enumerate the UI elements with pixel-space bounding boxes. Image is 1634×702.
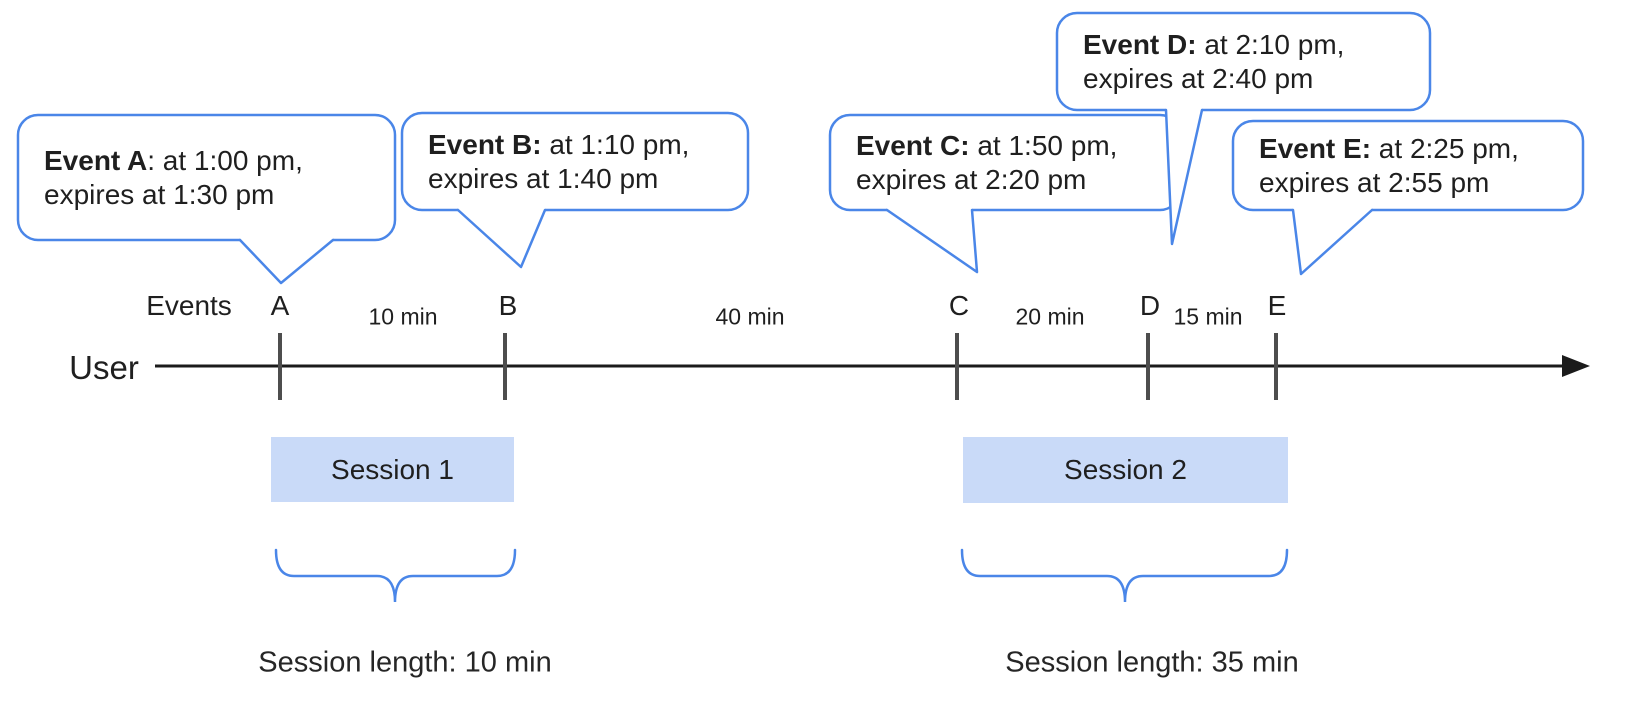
gap-d-e-label: 15 min (1173, 303, 1243, 330)
event-d-callout-tail (1164, 108, 1204, 246)
tick-event-c (955, 333, 959, 400)
event-a-line1: Event A: at 1:00 pm, (44, 144, 395, 178)
gap-a-b-label: 10 min (368, 303, 438, 330)
session-2-length-label: Session length: 35 min (1005, 646, 1299, 679)
event-a-line2: expires at 1:30 pm (44, 178, 275, 210)
event-b-line1: Event B: at 1:10 pm, (428, 128, 748, 162)
tick-event-b (503, 333, 507, 400)
event-b-callout-tail (456, 208, 547, 269)
event-e-line2: expires at 2:55 pm (1259, 166, 1490, 198)
event-a-callout-bubble (16, 113, 397, 242)
session-1-box: Session 1 (271, 437, 514, 502)
session-1-label: Session 1 (331, 453, 454, 485)
tick-event-a (278, 333, 282, 400)
event-c-line1: Event C: at 1:50 pm, (856, 129, 1180, 163)
tick-label-e: E (1267, 290, 1287, 321)
event-d-line1: Event D: at 2:10 pm, (1083, 28, 1430, 62)
event-b-callout-text: Event B: at 1:10 pm, expires at 1:40 pm (402, 113, 748, 210)
event-c-name: Event C: (856, 129, 970, 161)
event-e-callout-text: Event E: at 2:25 pm, expires at 2:55 pm (1233, 121, 1583, 210)
event-e-callout-bubble (1231, 119, 1585, 212)
event-d-name: Event D: (1083, 28, 1197, 60)
event-b-name: Event B: (428, 128, 542, 160)
event-d-callout-text: Event D: at 2:10 pm, expires at 2:40 pm (1057, 13, 1430, 110)
session-2-brace (960, 548, 1289, 603)
session-2-label: Session 2 (1064, 454, 1187, 485)
event-a-time: : at 1:00 pm, (147, 144, 303, 176)
event-e-time: at 2:25 pm, (1371, 132, 1519, 164)
event-a-callout-text: Event A: at 1:00 pm, expires at 1:30 pm (18, 115, 395, 240)
timeline-arrowhead-icon (1562, 355, 1590, 377)
event-c-callout-tail (885, 208, 979, 274)
user-axis-label: User (69, 349, 139, 386)
event-d-callout-bubble (1055, 11, 1432, 112)
event-b-time: at 1:10 pm, (541, 128, 690, 160)
tick-label-d: D (1139, 290, 1161, 321)
gap-b-c-label: 40 min (715, 303, 785, 330)
event-b-callout-bubble (400, 111, 750, 212)
event-b-line2: expires at 1:40 pm (428, 162, 659, 194)
event-e-callout-tail (1291, 208, 1374, 276)
tick-label-a: A (270, 290, 290, 321)
tick-event-e (1274, 333, 1278, 400)
event-c-callout-text: Event C: at 1:50 pm, expires at 2:20 pm (830, 115, 1180, 210)
event-e-line1: Event E: at 2:25 pm, (1259, 132, 1583, 166)
event-e-name: Event E: (1259, 132, 1372, 164)
session-2-box: Session 2 (963, 437, 1288, 503)
session-1-length-label: Session length: 10 min (258, 646, 552, 679)
gap-c-d-label: 20 min (1015, 303, 1085, 330)
event-d-time: at 2:10 pm, (1196, 28, 1345, 60)
event-a-name: Event A (44, 144, 148, 176)
session-1-brace (274, 548, 517, 603)
tick-label-c: C (948, 290, 970, 321)
events-axis-label: Events (146, 290, 232, 321)
event-c-line2: expires at 2:20 pm (856, 163, 1087, 195)
event-c-time: at 1:50 pm, (969, 129, 1118, 161)
tick-label-b: B (498, 290, 518, 321)
tick-event-d (1146, 333, 1150, 400)
event-a-callout-tail (238, 238, 335, 285)
event-d-line2: expires at 2:40 pm (1083, 62, 1314, 94)
